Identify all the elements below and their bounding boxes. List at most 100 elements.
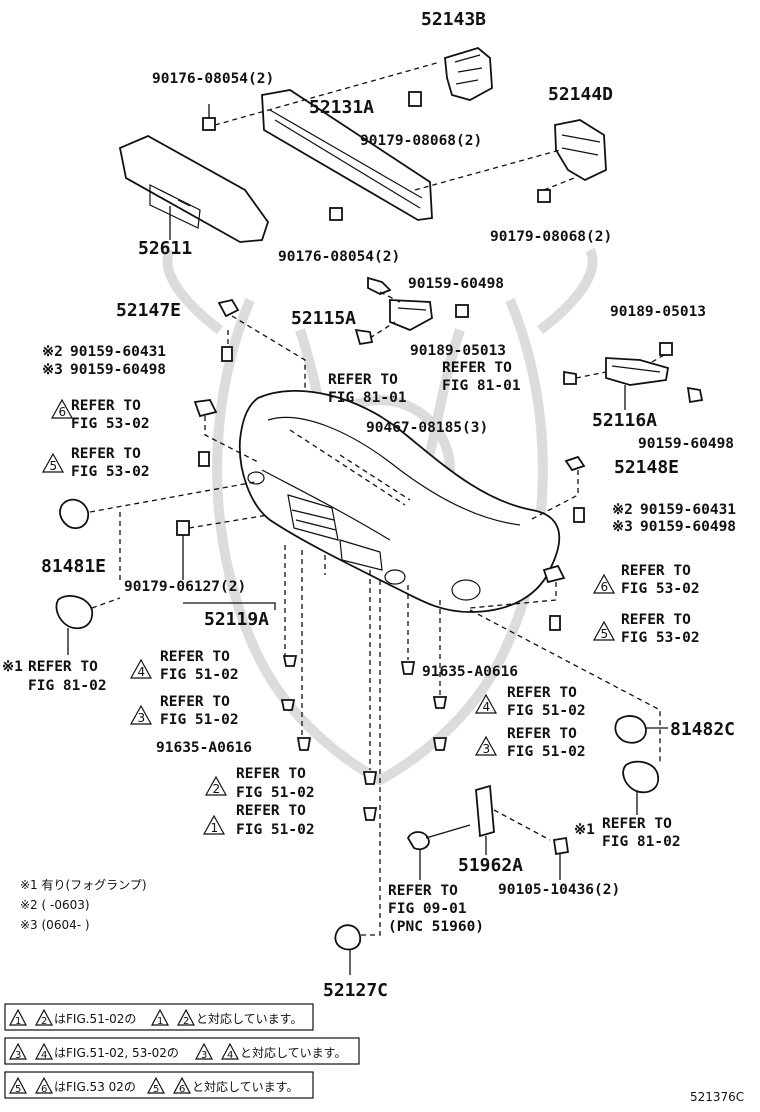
- clip-90189-right[interactable]: [659, 342, 673, 356]
- triangle-3-right: 3: [474, 735, 498, 756]
- svg-text:5: 5: [601, 627, 609, 641]
- screw-tri4-right[interactable]: [432, 696, 448, 709]
- footnotes: ※1 有り(フォグランプ) ※2 ( -0603) ※3 (0604- ): [20, 878, 147, 932]
- label-fig-53-02-c: FIG 53-02: [621, 581, 700, 597]
- label-alt-mark-right-b: ※3: [612, 519, 633, 535]
- clip-90189-left[interactable]: [455, 304, 469, 318]
- label-alt-mark-right-a: ※2: [612, 502, 633, 518]
- part-labels: 52143B 90176-08054(2) 52131A 90179-08068…: [2, 9, 736, 1001]
- label-refer-51-02-a: REFER TO: [160, 649, 230, 665]
- bracket-52143B[interactable]: [444, 46, 493, 101]
- svg-text:と対応しています。: と対応しています。: [240, 1046, 346, 1060]
- screw-90159-top[interactable]: [367, 276, 392, 295]
- screw-tri2[interactable]: [362, 771, 378, 785]
- label-90467: 90467-08185(3): [366, 420, 488, 436]
- svg-text:3: 3: [201, 1050, 207, 1061]
- label-51962A: 51962A: [458, 855, 523, 876]
- clip-90176-bot[interactable]: [329, 207, 343, 221]
- label-fig-51-02-a: FIG 51-02: [160, 667, 239, 683]
- svg-text:2: 2: [183, 1016, 189, 1027]
- label-52144D: 52144D: [548, 84, 613, 105]
- svg-text:と対応しています。: と対応しています。: [196, 1012, 302, 1026]
- bracket-52144D[interactable]: [554, 119, 607, 182]
- screw-90159-right[interactable]: [686, 386, 704, 404]
- bracket-52115A[interactable]: [389, 299, 433, 331]
- label-alt-right-a: 90159-60431: [640, 502, 736, 518]
- screw-tri5-right[interactable]: [549, 615, 561, 631]
- screw-left-alt[interactable]: [221, 346, 233, 362]
- screw-tri5-left[interactable]: [198, 451, 210, 467]
- screw-91635-left[interactable]: [296, 737, 312, 751]
- label-90189-left: 90189-05013: [410, 343, 506, 359]
- screw-52116A-left[interactable]: [563, 370, 577, 385]
- label-fig-81-02-left: FIG 81-02: [28, 678, 107, 694]
- tow-hook[interactable]: [406, 831, 430, 851]
- screw-right-alt[interactable]: [573, 507, 585, 523]
- clip-90176-top[interactable]: [202, 117, 216, 131]
- label-52127C: 52127C: [323, 980, 388, 1001]
- fog-lamp-81481E[interactable]: [59, 498, 90, 530]
- screw-90105[interactable]: [552, 836, 570, 856]
- screw-tri1[interactable]: [362, 807, 378, 821]
- svg-text:はFIG.51-02, 53-02の: はFIG.51-02, 53-02の: [54, 1046, 179, 1060]
- clip-90179-right[interactable]: [537, 189, 551, 203]
- label-91635-left: 91635-A0616: [156, 740, 252, 756]
- svg-text:5: 5: [153, 1084, 159, 1095]
- triangle-5-right: 5: [592, 620, 616, 641]
- label-refer-51-02-d: REFER TO: [507, 726, 577, 742]
- label-refer-81-02-left: REFER TO: [28, 659, 98, 675]
- label-90179-06127: 90179-06127(2): [124, 579, 246, 595]
- label-refer-51-02-b: REFER TO: [160, 694, 230, 710]
- label-refer-53-02-d: REFER TO: [621, 612, 691, 628]
- label-90176-top: 90176-08054(2): [152, 71, 274, 87]
- label-fig-51-02-e: FIG 51-02: [236, 785, 315, 801]
- triangle-6-left: 6: [50, 398, 74, 419]
- triangle-4-left: 4: [129, 658, 153, 679]
- clip-52148E[interactable]: [564, 455, 586, 472]
- label-fig-81-01-b: FIG 81-01: [442, 378, 521, 394]
- clip-90179-mid[interactable]: [408, 91, 422, 107]
- screw-tri3-left[interactable]: [280, 699, 296, 711]
- label-alt-left-a: 90159-60431: [70, 344, 166, 360]
- screw-91635-right[interactable]: [400, 661, 416, 675]
- clip-tri6-left[interactable]: [193, 399, 218, 418]
- note-1: ※1 有り(フォグランプ): [20, 878, 147, 892]
- label-refer-51-02-c: REFER TO: [507, 685, 577, 701]
- triangle-4-right: 4: [474, 693, 498, 714]
- label-fig-51-02-c: FIG 51-02: [507, 703, 586, 719]
- fog-lamp-cover-right[interactable]: [622, 760, 659, 794]
- label-refer-53-02-a: REFER TO: [71, 398, 141, 414]
- bracket-51962A[interactable]: [475, 784, 495, 838]
- svg-text:2: 2: [41, 1016, 47, 1027]
- clip-52147E[interactable]: [217, 298, 240, 318]
- label-81482C: 81482C: [670, 719, 735, 740]
- fog-lamp-81482C[interactable]: [614, 715, 647, 744]
- svg-text:4: 4: [138, 665, 146, 679]
- lower-parts: [55, 399, 668, 975]
- screw-tri4-left[interactable]: [282, 655, 298, 667]
- fog-lamp-cover-left[interactable]: [55, 595, 93, 630]
- screw-52115A[interactable]: [354, 328, 374, 346]
- diagram-id: 521376C: [690, 1090, 744, 1104]
- bracket-52116A[interactable]: [605, 357, 670, 386]
- legend-row-1: 1 2 はFIG.51-02の 1 2 と対応しています。: [4, 1003, 314, 1031]
- clip-90179-06127[interactable]: [176, 520, 190, 536]
- svg-text:1: 1: [211, 821, 219, 835]
- absorber-52611[interactable]: [118, 134, 269, 243]
- label-refer-53-02-b: REFER TO: [71, 446, 141, 462]
- label-90179-mid: 90179-08068(2): [360, 133, 482, 149]
- screw-tri3-right[interactable]: [432, 737, 448, 751]
- label-52116A: 52116A: [592, 410, 657, 431]
- svg-text:1: 1: [157, 1016, 163, 1027]
- reinforcement-group: [118, 46, 607, 243]
- svg-text:と対応しています。: と対応しています。: [192, 1080, 298, 1094]
- clip-tri6-right[interactable]: [542, 564, 566, 584]
- triangle-3-left: 3: [129, 704, 153, 725]
- cap-52127C[interactable]: [334, 924, 362, 951]
- svg-text:3: 3: [138, 711, 146, 725]
- svg-text:6: 6: [59, 405, 67, 419]
- svg-text:4: 4: [483, 700, 491, 714]
- label-52148E: 52148E: [614, 457, 679, 478]
- label-refer-51-02-e: REFER TO: [236, 766, 306, 782]
